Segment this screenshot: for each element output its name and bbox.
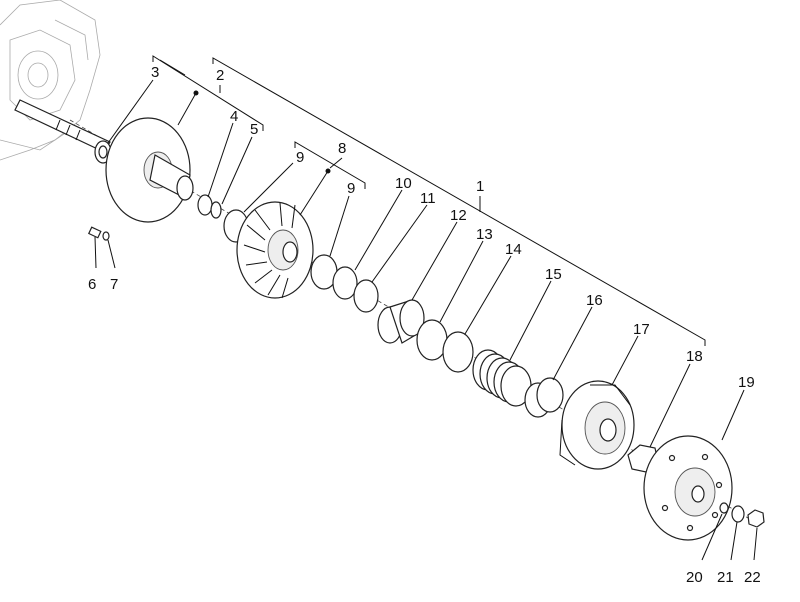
part-2-fixed-pulley <box>105 117 194 223</box>
callout-4: 4 <box>230 108 238 125</box>
callout-20: 20 <box>686 569 703 586</box>
callout-12: 12 <box>450 207 467 224</box>
part-8-movable-pulley <box>236 201 314 299</box>
callout-3: 3 <box>151 64 159 81</box>
callout-14: 14 <box>505 241 522 258</box>
part-22-nut <box>747 509 765 528</box>
callout-15: 15 <box>545 266 562 283</box>
part-20-washer <box>719 502 729 514</box>
part-11-ring <box>353 279 379 313</box>
part-17-clutch-assembly <box>559 380 635 470</box>
callout-2: 2 <box>216 67 224 84</box>
part-4-bushing <box>197 194 213 216</box>
callout-1: 1 <box>476 178 484 195</box>
group-bracket-8 <box>294 141 366 189</box>
callout-5: 5 <box>250 121 258 138</box>
part-16-bushing <box>524 377 564 418</box>
callout-9b: 9 <box>347 180 355 197</box>
part-15-spring <box>472 349 532 407</box>
leader-lines <box>94 79 758 561</box>
callout-18: 18 <box>686 348 703 365</box>
callout-7: 7 <box>110 276 118 293</box>
part-6-screw <box>87 226 102 239</box>
part-14-ring <box>442 331 474 373</box>
callout-6: 6 <box>88 276 96 293</box>
callout-17: 17 <box>633 321 650 338</box>
callout-22: 22 <box>744 569 761 586</box>
part-21-washer <box>731 505 745 523</box>
shaft <box>14 99 111 153</box>
callout-11: 11 <box>420 190 436 207</box>
callout-10: 10 <box>395 175 412 192</box>
part-19-clutch-bell <box>643 435 733 541</box>
part-12-sleeve <box>377 299 425 344</box>
callout-19: 19 <box>738 374 755 391</box>
callout-21: 21 <box>717 569 734 586</box>
part-5-circlip <box>210 201 222 219</box>
callout-16: 16 <box>586 292 603 309</box>
callout-labels: 1 2 3 4 5 6 7 8 9 9 10 11 12 13 14 15 16… <box>88 64 761 586</box>
group-bracket-2 <box>152 55 264 131</box>
callout-9a: 9 <box>296 149 304 166</box>
part-7-washer <box>102 231 110 241</box>
callout-13: 13 <box>476 226 493 243</box>
group-bracket-1 <box>212 57 706 346</box>
callout-8: 8 <box>338 140 346 157</box>
part-10-ring <box>332 266 358 300</box>
crankcase-housing <box>0 0 101 161</box>
